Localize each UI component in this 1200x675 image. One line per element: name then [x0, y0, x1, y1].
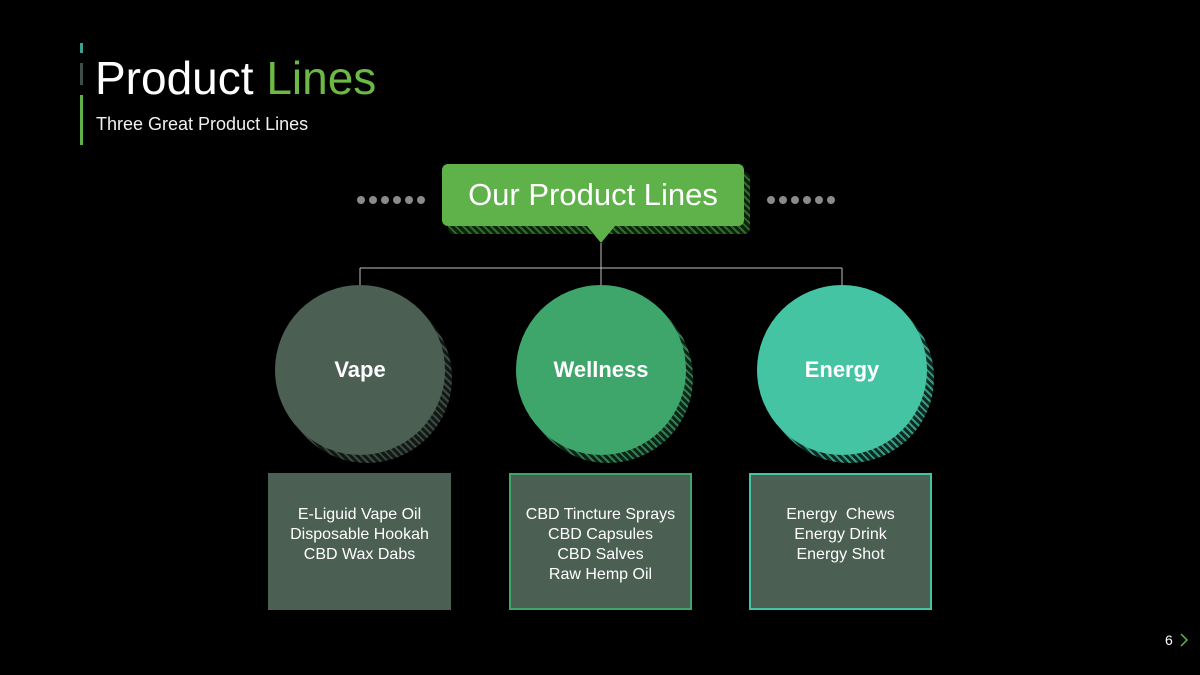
category-node-energy: Energy: [757, 285, 927, 455]
list-item: CBD Wax Dabs: [303, 546, 416, 563]
list-item: Disposable Hookah: [290, 526, 429, 543]
title-accent-bar: [80, 43, 83, 145]
root-node-pointer: [587, 226, 615, 243]
vape-product-list: E-Liguid Vape Oil Disposable Hookah CBD …: [268, 473, 451, 610]
category-node-vape: Vape: [275, 285, 445, 455]
page-subtitle: Three Great Product Lines: [96, 114, 309, 134]
wellness-product-list: CBD Tincture Sprays CBD Capsules CBD Sal…: [509, 473, 692, 610]
page-title: Product Lines: [95, 52, 376, 104]
list-item: CBD Capsules: [548, 526, 653, 543]
list-item: Energy Shot: [796, 546, 885, 563]
list-item: E-Liguid Vape Oil: [297, 506, 422, 523]
page-title-accent: Lines: [266, 52, 377, 104]
list-item: CBD Salves: [557, 546, 644, 563]
list-item: CBD Tincture Sprays: [525, 506, 676, 523]
page-title-main: Product: [95, 52, 254, 104]
decorative-dots-left: [357, 196, 425, 204]
page-number: 6: [1165, 632, 1173, 648]
decorative-dots-right: [767, 196, 835, 204]
chevron-right-icon[interactable]: [1179, 633, 1189, 647]
energy-product-list: Energy Chews Energy Drink Energy Shot: [749, 473, 932, 610]
root-node: Our Product Lines: [442, 164, 744, 226]
list-item: Energy Drink: [794, 526, 887, 543]
list-item: Raw Hemp Oil: [548, 566, 653, 583]
category-node-wellness: Wellness: [516, 285, 686, 455]
list-item: Energy Chews: [786, 506, 895, 523]
